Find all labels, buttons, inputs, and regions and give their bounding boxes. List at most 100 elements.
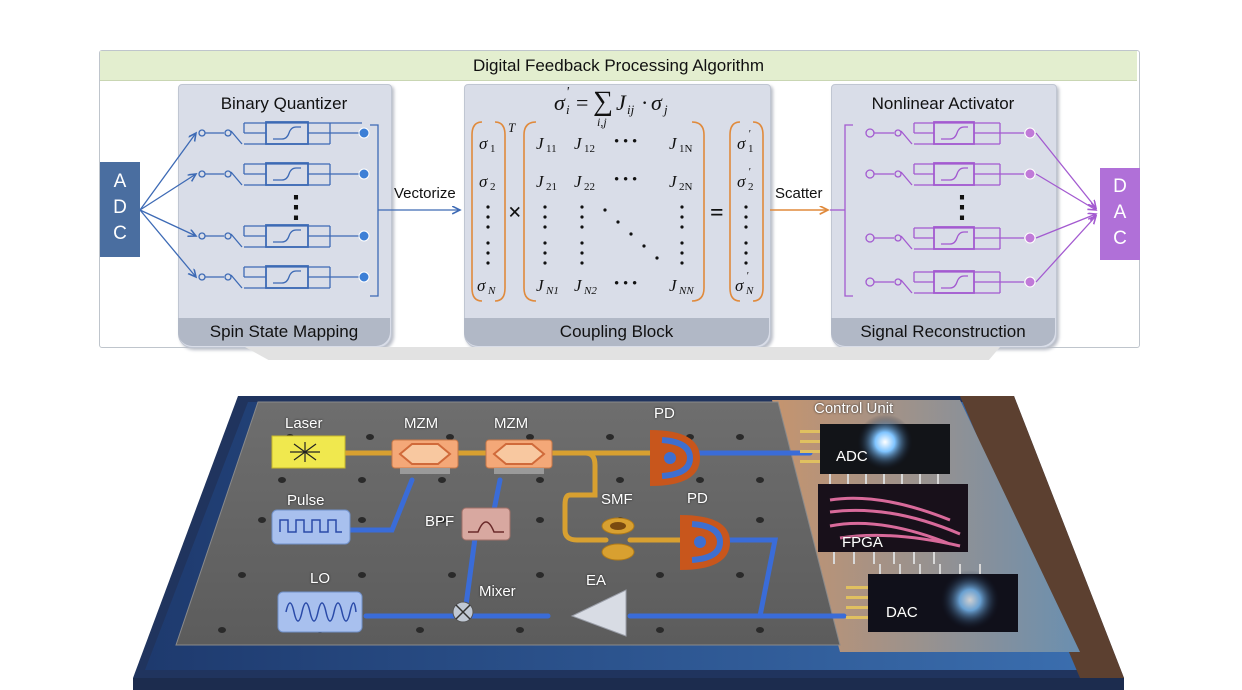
- optical-waveguides: [342, 450, 689, 543]
- pd-2-device: [680, 515, 730, 570]
- matrix-j22-sub: 22: [584, 181, 595, 193]
- activator-output-dots: [1024, 127, 1036, 288]
- formula-eq: =: [576, 90, 589, 115]
- matrix-j12: J: [574, 134, 582, 153]
- sigma-in-n: σ: [477, 276, 486, 295]
- lo-sine-icon: [285, 602, 357, 622]
- scatter-label: Scatter: [775, 185, 823, 202]
- board-brown-side: [960, 396, 1124, 678]
- activator-ellipsis: ⋮: [947, 191, 977, 224]
- mixer-device: [452, 601, 474, 623]
- pulse-device: [271, 509, 351, 545]
- adc-letter-c: C: [113, 223, 127, 244]
- board-front: [133, 678, 1124, 690]
- matrix-jnn-sub: NN: [679, 285, 694, 297]
- matrix-j2n: J: [669, 172, 677, 191]
- formula-lhs: σ: [554, 90, 565, 115]
- nonlinear-footer-label: Signal Reconstruction: [860, 322, 1026, 341]
- matrix-rown-hdots: • • •: [614, 276, 638, 292]
- chip-label-pd-1: PD: [654, 405, 675, 422]
- formula-term: J: [616, 90, 626, 115]
- ea-amplifier: [570, 589, 627, 637]
- matrix-j21: J: [536, 172, 544, 191]
- mzm-1-device: [391, 439, 459, 474]
- times-sign: ×: [508, 200, 522, 226]
- sigma-in-2: σ: [479, 172, 488, 191]
- coupling-panel: [464, 84, 771, 348]
- sigma-out-n: σ: [735, 276, 744, 295]
- formula-lhs-prime: ': [566, 85, 569, 100]
- formula-sum-sub: i,j: [597, 115, 607, 129]
- sigma-in-transpose: T: [508, 120, 516, 135]
- chip-label-dac: DAC: [886, 604, 918, 621]
- quantizer-row-4: [198, 265, 360, 289]
- matrix-jn1: J: [536, 276, 544, 295]
- chip-label-laser: Laser: [285, 415, 323, 432]
- matrix-j1n-sub: 1N: [679, 143, 693, 155]
- sigma-out-1-prime: ': [748, 128, 751, 140]
- pulse-waveform-icon: [279, 519, 342, 533]
- matrix-row1-hdots: • • •: [614, 134, 638, 150]
- activator-row-2: [865, 162, 1024, 186]
- adc-box: A D C: [100, 162, 140, 257]
- coupling-brackets: [471, 121, 764, 302]
- laser-starburst-icon: [290, 442, 320, 462]
- sigma-out-1-sub: 1: [748, 143, 754, 155]
- fpga-chip: [818, 484, 968, 564]
- sigma-out-n-sub: N: [746, 285, 754, 297]
- matrix-row2-hdots: • • •: [614, 172, 638, 188]
- adc-chip: [800, 414, 950, 484]
- matrix-jn2-sub: N2: [584, 285, 597, 297]
- lo-device: [277, 591, 363, 633]
- quantizer-row-2: [198, 162, 360, 186]
- quantizer-row-1: [198, 121, 362, 145]
- sigma-in-1: σ: [479, 134, 488, 153]
- pd-1-device: [650, 430, 700, 486]
- chip-label-bpf: BPF: [425, 513, 455, 530]
- sigma-out-2-prime: ': [748, 166, 751, 178]
- chip-label-mzm-1: MZM: [404, 415, 439, 432]
- chip-label-ea: EA: [586, 572, 607, 589]
- matrix-j22: J: [574, 172, 582, 191]
- matrix-j12-sub: 12: [584, 143, 595, 155]
- vectorize-label: Vectorize: [394, 185, 456, 202]
- formula-lhs-sub: i: [566, 102, 570, 117]
- algorithm-wiring: [139, 121, 1242, 360]
- activator-rows: [830, 121, 1024, 297]
- dac-letter-d: D: [1113, 176, 1127, 197]
- dac-box: D A C: [1100, 168, 1140, 260]
- bpf-device: [461, 507, 511, 541]
- algorithm-title: Digital Feedback Processing Algorithm: [472, 56, 765, 75]
- quantizer-rows: [198, 121, 460, 297]
- quantizer-title: Binary Quantizer: [220, 94, 348, 113]
- chip-label-pd-2: PD: [687, 490, 708, 507]
- quantizer-footer: Spin State Mapping: [178, 318, 390, 346]
- matrix-jnn: J: [669, 276, 677, 295]
- chip-label-lo: LO: [310, 570, 331, 587]
- formula-sigma: σ: [651, 90, 662, 115]
- quantizer-row-3: [198, 224, 360, 248]
- sigma-out-1: σ: [737, 134, 746, 153]
- sigma-out-2-sub: 2: [748, 181, 754, 193]
- chip-label-mixer: Mixer: [479, 583, 516, 600]
- formula-term-sub: ij: [627, 102, 635, 117]
- chip-label-pulse: Pulse: [287, 492, 325, 509]
- bpf-curve-icon: [468, 521, 504, 533]
- matrix-diagonal-dots: [603, 208, 659, 260]
- projection-wedge: [245, 347, 1000, 360]
- coupling-footer-label: Coupling Block: [559, 322, 674, 341]
- matrix-j2n-sub: 2N: [679, 181, 693, 193]
- matrix-j21-sub: 21: [546, 181, 557, 193]
- matrix-vertical-dots: [486, 205, 748, 265]
- sigma-out-2: σ: [737, 172, 746, 191]
- matrix-jn2: J: [574, 276, 582, 295]
- dac-letter-c: C: [1113, 228, 1127, 249]
- sigma-in-1-sub: 1: [490, 143, 496, 155]
- nonlinear-footer: Signal Reconstruction: [831, 318, 1055, 346]
- quantizer-ellipsis: ⋮: [281, 191, 311, 224]
- chip-label-control-unit: Control Unit: [814, 400, 894, 417]
- sigma-in-n-sub: N: [488, 285, 496, 297]
- photonic-chip: [133, 396, 1124, 690]
- chip-label-fpga: FPGA: [842, 534, 883, 551]
- dac-chip: [846, 564, 1018, 632]
